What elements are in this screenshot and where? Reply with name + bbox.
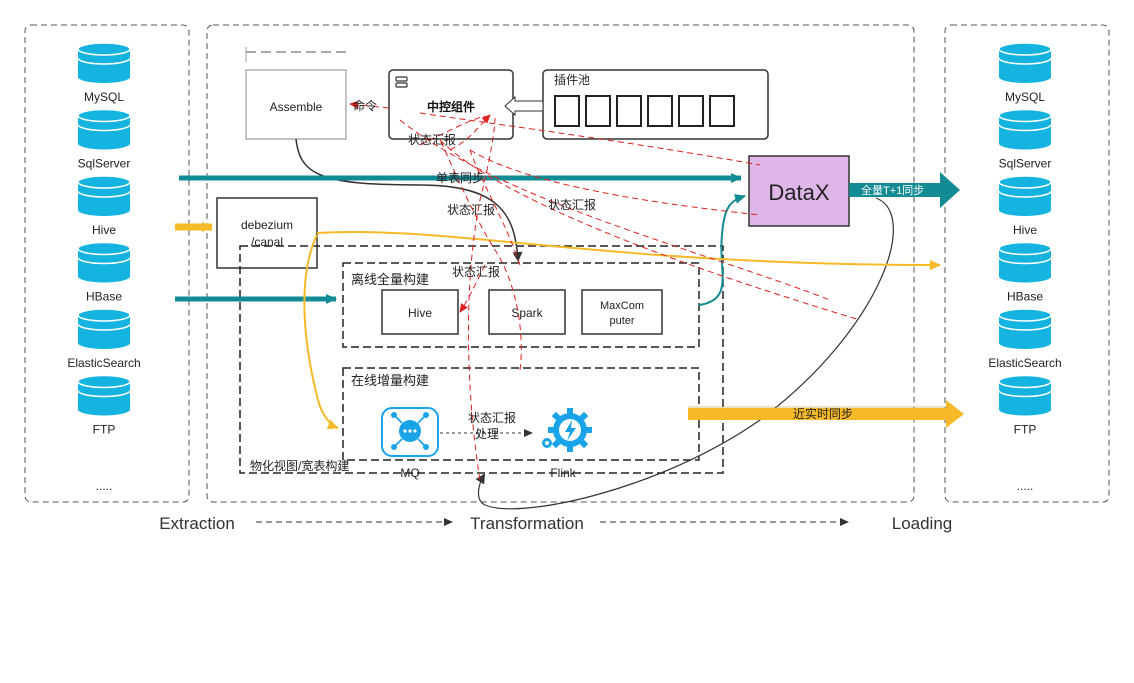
datax-box[interactable]	[748, 155, 850, 227]
status-report-lines	[349, 100, 861, 481]
target-label: FTP	[1014, 423, 1037, 437]
offline-to-datax-curve	[698, 194, 746, 306]
source-database-icon	[77, 374, 131, 416]
debezium-box[interactable]	[216, 197, 318, 269]
target-label: HBase	[1007, 290, 1043, 304]
source-database-icon	[77, 108, 131, 150]
extraction-panel	[24, 24, 190, 503]
target-database-icon	[998, 42, 1052, 83]
source-label: FTP	[93, 423, 116, 437]
source-label: SqlServer	[78, 157, 131, 171]
online-build-title: 在线增量构建	[351, 373, 429, 388]
mq-flink-process-label: 处理	[475, 427, 499, 441]
debezium-to-target-curve	[316, 230, 941, 270]
target-label: ElasticSearch	[988, 356, 1061, 370]
flink-label: Flink	[550, 466, 576, 480]
plugin-slot[interactable]	[709, 95, 735, 127]
plugin-pool-label: 插件池	[554, 73, 590, 87]
loading-panel	[944, 24, 1110, 503]
source-database-icon	[77, 308, 131, 349]
plugin-slots	[554, 95, 735, 127]
debezium-label-1: debezium	[241, 218, 293, 232]
assemble-label: Assemble	[270, 100, 323, 114]
full-sync-arrow-head	[940, 172, 960, 208]
flink-icon[interactable]	[542, 408, 592, 452]
source-label: MySQL	[84, 90, 124, 104]
status-label-1: 状态汇报	[408, 132, 456, 147]
source-label: .....	[96, 479, 113, 493]
stage-extraction: Extraction	[159, 514, 235, 533]
maxcompute-engine-box[interactable]	[581, 289, 663, 335]
target-database-icon	[998, 374, 1052, 416]
spark-engine-label: Spark	[511, 306, 543, 320]
target-database-icon	[998, 175, 1052, 216]
mq-label: MQ	[400, 466, 419, 480]
status-label-3: 状态汇报	[447, 202, 495, 217]
plugin-slot[interactable]	[554, 95, 580, 127]
stage-transformation: Transformation	[470, 514, 584, 533]
single-table-sync-label: 单表同步	[436, 171, 484, 185]
target-database-icon	[998, 241, 1052, 283]
source-label: Hive	[92, 223, 116, 237]
maxcompute-label-1: MaxCom	[600, 300, 644, 312]
spark-engine-box[interactable]	[488, 289, 566, 335]
status-label-4: 状态汇报	[452, 264, 500, 279]
hive-engine-label: Hive	[408, 306, 432, 320]
offline-build-title: 离线全量构建	[351, 272, 429, 287]
source-list: MySQL SqlServerHiveHBaseElasticSearchFTP.…	[67, 42, 141, 493]
hive-engine-box[interactable]	[381, 289, 459, 335]
target-database-icon	[998, 308, 1052, 349]
target-label: .....	[1017, 479, 1034, 493]
materialized-view-label: 物化视图/宽表构建	[250, 458, 349, 473]
realtime-sync-arrow-head	[946, 400, 964, 428]
control-label: 中控组件	[427, 99, 475, 114]
plugin-slot[interactable]	[678, 95, 704, 127]
debezium-label-2: /canal	[251, 235, 283, 249]
full-sync-label: 全量T+1同步	[861, 183, 924, 197]
mq-flink-status-label: 状态汇报	[468, 410, 516, 425]
assemble-box[interactable]	[245, 69, 347, 140]
status-label-2: 状态汇报	[548, 197, 596, 212]
plugin-slot[interactable]	[585, 95, 611, 127]
datax-to-flink-curve	[475, 197, 894, 510]
debezium-to-online-curve	[303, 234, 339, 430]
assemble-to-offline-curve	[295, 138, 523, 262]
datax-label: DataX	[768, 180, 829, 205]
command-label: 命令	[353, 98, 377, 113]
stage-loading: Loading	[892, 514, 953, 533]
target-label: SqlServer	[999, 157, 1052, 171]
plugin-slot[interactable]	[647, 95, 673, 127]
plugin-to-control-arrow	[504, 95, 544, 117]
target-label: Hive	[1013, 223, 1037, 237]
source-database-icon	[77, 241, 131, 283]
target-list: MySQL SqlServerHiveHBaseElasticSearchFTP.…	[988, 42, 1062, 493]
mq-icon[interactable]	[381, 407, 439, 457]
server-icon	[395, 76, 408, 88]
realtime-sync-label: 近实时同步	[793, 406, 853, 421]
target-database-icon	[998, 108, 1052, 150]
target-label: MySQL	[1005, 90, 1045, 104]
maxcompute-label-2: puter	[609, 315, 634, 327]
source-database-icon	[77, 175, 131, 216]
source-label: ElasticSearch	[67, 356, 140, 370]
plugin-slot[interactable]	[616, 95, 642, 127]
source-database-icon	[77, 42, 131, 83]
transformation-panel	[206, 24, 915, 503]
materialized-view-container	[239, 245, 724, 474]
source-label: HBase	[86, 290, 122, 304]
